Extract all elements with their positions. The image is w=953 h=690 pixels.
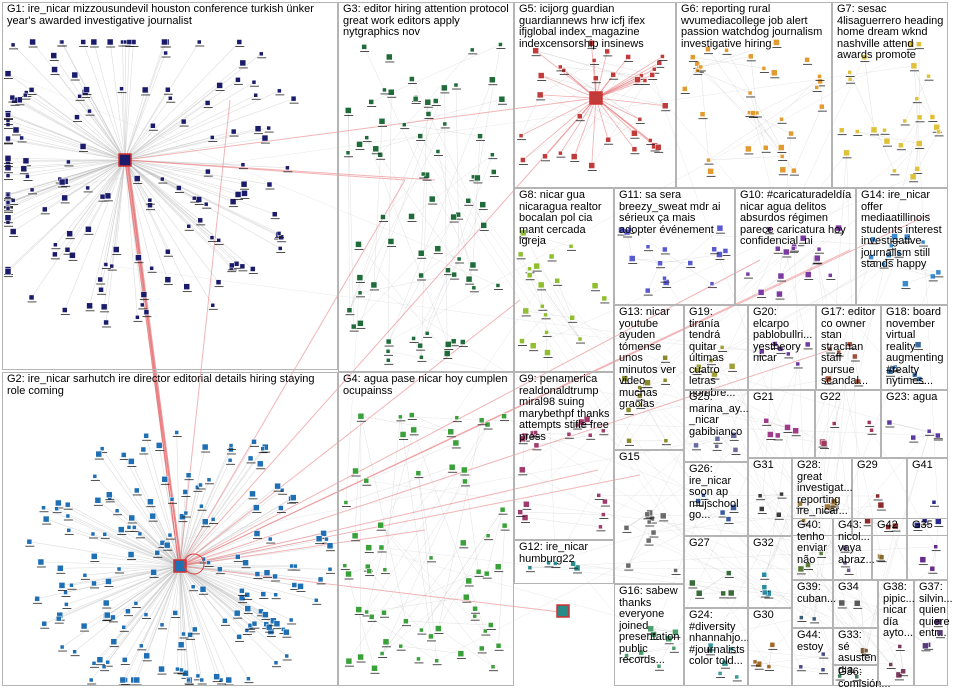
group-box-g41: G41 [907,458,948,536]
group-label-g32: G32 [753,538,788,550]
group-label-g9: G9: penamerica realdonaldtrump miral98 s… [519,374,610,443]
group-label-g4: G4: agua pase nicar hoy cumplen ocupains… [343,374,510,397]
group-box-g38: G38: pipic... nicar día ayto... [878,580,914,686]
group-label-g44: G44: estoy [797,630,829,653]
group-label-g41: G41 [912,460,944,472]
group-box-g30: G30 [748,608,792,686]
group-label-g39: G39: cuban... [797,582,829,605]
group-label-g20: G20: elcarpo pablobullri... yestheory ni… [753,307,812,365]
group-box-g10: G10: #caricaturadeldía nicar agua delito… [735,188,856,305]
group-label-g26: G26: ire_nicar soon ap mujschool go... [689,464,744,522]
group-label-g30: G30 [753,610,788,622]
group-box-g15: G15 [614,450,684,584]
group-box-g7: G7: sesac 4lisaguerrero heading home dre… [832,2,948,188]
group-label-g19: G19: tiranía tendrá quitar últimas cuatr… [689,307,744,399]
group-box-g40: G40: tenho enviar não [792,518,833,580]
group-label-g25: G25: marina_ay... _nicar gabibianco [689,392,744,438]
group-label-g29: G29 [857,460,903,472]
group-box-g23: G23: agua [881,390,948,458]
group-label-g23: G23: agua [886,392,944,404]
group-box-g13: G13: nicar youtube ayuden tómense unos m… [614,305,684,450]
group-box-g4: G4: agua pase nicar hoy cumplen ocupains… [338,372,514,686]
group-label-g13: G13: nicar youtube ayuden tómense unos m… [619,307,680,411]
group-box-g44: G44: estoy [792,628,833,686]
group-label-g1: G1: ire_nicar mizzousundevil houston con… [7,4,334,27]
group-label-g16: G16: sabew thanks everyone joined presen… [619,586,680,667]
group-box-g36: G36: comisión... [833,665,878,686]
group-label-g3: G3: editor hiring attention protocol gre… [343,4,510,39]
group-box-g20: G20: elcarpo pablobullri... yestheory ni… [748,305,816,390]
group-box-g8: G8: nicar gua nicaragua realtor bocalan … [514,188,614,372]
group-label-g17: G17: editor co owner stan strachan staff… [821,307,877,388]
group-box-g24: G24: #diversity nhannahjo... #journalist… [684,608,748,686]
group-label-g31: G31 [753,460,788,472]
group-label-g43: G43: nicol... vaya abraz... [838,520,868,566]
group-label-g37: G37: silvin... quien quiere entr... [919,582,944,640]
group-box-g3: G3: editor hiring attention protocol gre… [338,2,514,372]
group-box-g6: G6: reporting rural wvumediacollege job … [676,2,832,188]
group-label-g28: G28: great investigat... reporting ire_n… [797,460,848,518]
group-box-g17: G17: editor co owner stan strachan staff… [816,305,881,390]
group-label-g10: G10: #caricaturadeldía nicar agua delito… [740,190,852,248]
group-box-g12: G12: ire_nicar humburg22 [514,540,614,584]
group-label-g5: G5: icijorg guardian guardiannews hrw ic… [519,4,672,50]
group-label-g42: G42 [877,520,903,532]
group-box-g27: G27 [684,536,748,608]
group-label-g7: G7: sesac 4lisaguerrero heading home dre… [837,4,944,62]
group-label-g38: G38: pipic... nicar día ayto... [883,582,910,640]
group-box-g37: G37: silvin... quien quiere entr... [914,580,948,686]
group-label-g36: G36: comisión... [838,667,874,690]
group-box-g22: G22 [815,390,881,458]
group-box-g25: G25: marina_ay... _nicar gabibianco [684,390,748,462]
group-box-g18: G18: board november virtual reality augm… [881,305,948,390]
group-label-g14: G14: ire_nicar offer mediaatillinois stu… [861,190,944,271]
group-box-g9: G9: penamerica realdonaldtrump miral98 s… [514,372,614,540]
group-box-g14: G14: ire_nicar offer mediaatillinois stu… [856,188,948,305]
group-box-g2: G2: ire_nicar sarhutch ire director edit… [2,372,338,686]
group-label-g6: G6: reporting rural wvumediacollege job … [681,4,828,50]
group-box-g39: G39: cuban... [792,580,833,628]
group-box-g33: G33: sé asusten día... [833,628,878,665]
group-label-g40: G40: tenho enviar não [797,520,829,566]
group-label-g12: G12: ire_nicar humburg22 [519,542,610,565]
group-box-g43: G43: nicol... vaya abraz... [833,518,872,580]
group-box-g42: G42 [872,518,907,580]
group-label-g22: G22 [820,392,877,404]
hub-node-g12[interactable] [557,605,569,617]
group-box-g31: G31 [748,458,792,536]
group-label-g24: G24: #diversity nhannahjo... #journalist… [689,610,744,668]
group-box-g5: G5: icijorg guardian guardiannews hrw ic… [514,2,676,188]
group-label-g15: G15 [619,452,680,464]
group-box-g34: G34 [833,580,878,628]
group-label-g8: G8: nicar gua nicaragua realtor bocalan … [519,190,610,248]
group-label-g21: G21 [753,392,811,404]
group-label-g34: G34 [838,582,874,594]
group-box-g26: G26: ire_nicar soon ap mujschool go... [684,462,748,536]
group-label-g27: G27 [689,538,744,550]
group-box-g19: G19: tiranía tendrá quitar últimas cuatr… [684,305,748,390]
group-box-g16: G16: sabew thanks everyone joined presen… [614,584,684,686]
group-label-g11: G11: sa sera breezy_sweat mdr ai sérieux… [619,190,731,236]
group-label-g2: G2: ire_nicar sarhutch ire director edit… [7,374,334,397]
group-box-g1: G1: ire_nicar mizzousundevil houston con… [2,2,338,370]
group-box-g11: G11: sa sera breezy_sweat mdr ai sérieux… [614,188,735,305]
group-box-g32: G32 [748,536,792,608]
group-box-g21: G21 [748,390,815,458]
group-label-g18: G18: board november virtual reality augm… [886,307,944,388]
